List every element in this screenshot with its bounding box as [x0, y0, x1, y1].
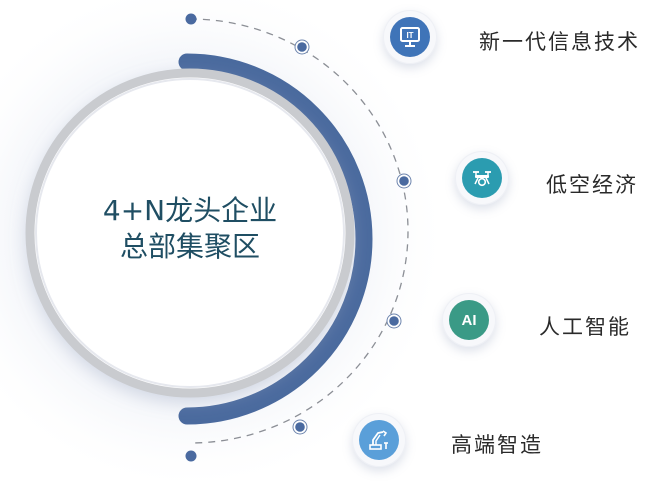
- dashed-orbit-arc: [189, 18, 409, 444]
- main-circle-inner-highlight: [35, 78, 345, 388]
- center-title-line1: 4+N龙头企业: [102, 194, 278, 227]
- ringed-dot-1: [294, 39, 310, 55]
- drone-icon: [462, 158, 502, 198]
- node-icon-ai: AI: [442, 293, 496, 347]
- center-title: 4+N龙头企业 总部集聚区: [60, 193, 320, 265]
- ai-icon-text: AI: [461, 311, 477, 329]
- orbit-end-dot: [185, 450, 197, 462]
- blue-progress-arc: [178, 53, 373, 425]
- node-icon-smart-manufacturing: [352, 413, 406, 467]
- it-monitor-icon: IT: [390, 17, 430, 57]
- node-label-low-altitude: 低空经济: [546, 173, 638, 197]
- node-icon-it: IT: [383, 10, 437, 64]
- ai-icon: AI: [449, 300, 489, 340]
- ringed-dot-2: [396, 173, 412, 189]
- node-label-ai: 人工智能: [539, 315, 631, 339]
- svg-text:IT: IT: [406, 31, 413, 40]
- ringed-dot-4: [292, 419, 308, 435]
- node-label-new-it: 新一代信息技术: [479, 30, 640, 54]
- orbit-start-dot: [185, 13, 197, 25]
- node-label-smart-manufacturing: 高端智造: [451, 433, 543, 457]
- node-icon-low-altitude: [455, 151, 509, 205]
- main-circle: [25, 68, 355, 398]
- ringed-dot-3: [386, 313, 402, 329]
- center-title-line2: 总部集聚区: [119, 230, 260, 263]
- robot-arm-icon: [359, 420, 399, 460]
